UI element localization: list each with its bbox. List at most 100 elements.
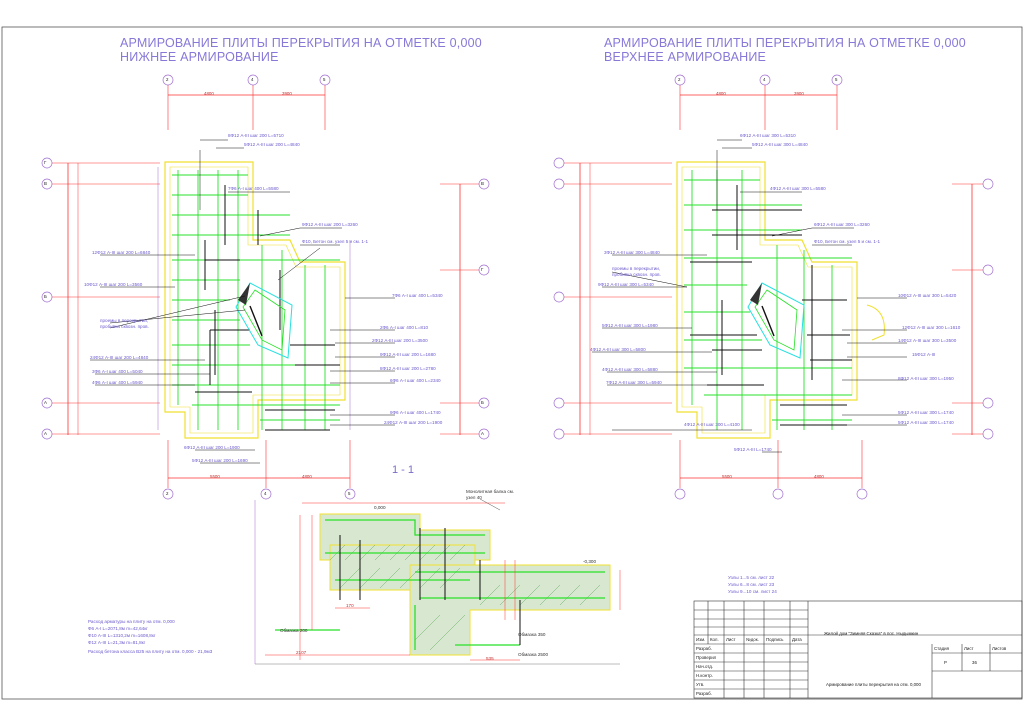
axis-bottom-5-left: 5: [348, 491, 351, 496]
axis-left-a2: А: [44, 431, 47, 436]
consumption-2: Ф6 A-I L=2071,8м m=42,64кг: [88, 626, 148, 631]
right-label-side2: проемы в перекрытии, пробивка сквозн. пр…: [612, 266, 661, 278]
right-title-line2: ВЕРХНЕЕ АРМИРОВАНИЕ: [604, 50, 767, 64]
left-label-mid2: Ф10, Бетон см. узел 5 и см. 1-1: [302, 239, 369, 244]
dim-bottom-2-left: 4800: [302, 474, 312, 479]
axis-right-b: Б: [481, 400, 484, 405]
right-label-r3: 14Ф12 A-III шаг 300 L=3500: [898, 338, 957, 343]
consumption-3: Ф10 A-III L=1310,2м m=1608,8кг: [88, 633, 156, 638]
axis-top-2-left: 2: [166, 77, 169, 82]
right-label-mid1: 6Ф12 A-III шаг 300 L=3260: [814, 222, 870, 227]
dim-top-1-left: 4800: [204, 91, 214, 96]
stamp-h-sign: Подпись: [766, 637, 784, 642]
right-label-side9: 5Ф12 A-III L=1740: [734, 447, 772, 452]
right-label-top3: 4Ф12 A-III шаг 300 L=5580: [770, 186, 826, 191]
dim-top-2-right: 3900: [794, 91, 804, 96]
dim-bottom-1-left: 5500: [210, 474, 220, 479]
stamp-row-6: Разраб.: [696, 691, 712, 696]
axis-right-a: А: [481, 431, 484, 436]
stamp-sheet-title: Армирование плиты перекрытия на отм. 0,0…: [826, 682, 921, 687]
left-label-r1: 7Ф6 A-I шаг 400 L=5340: [392, 293, 443, 298]
axis-bottom-4-left: 4: [264, 491, 267, 496]
left-label-r2: 2Ф6 A-I шаг 400 L=810: [380, 325, 429, 330]
right-label-top2: 5Ф12 A-III шаг 300 L=4840: [752, 142, 808, 147]
stamp-h-izm: Изм.: [696, 637, 706, 642]
node-note-2: Узлы 6...8 см. лист 23: [728, 582, 775, 587]
left-label-r7: 9Ф6 A-I шаг 400 L=1740: [390, 410, 441, 415]
right-label-r5: 8Ф12 A-III шаг 300 L=1950: [898, 376, 954, 381]
node-note-1: Узлы 1...5 см. лист 22: [728, 575, 775, 580]
left-label-r8: 24Ф12 A-III шаг 200 L=1900: [384, 420, 443, 425]
title-block: [693, 600, 1023, 699]
right-label-side4: 5Ф12 A-III шаг 300 L=1980: [602, 323, 658, 328]
dim-top-1-right: 4800: [716, 91, 726, 96]
section-dim-3: 170: [346, 603, 354, 608]
left-label-side3: проемы в перекрытии, пробивка сквозн. пр…: [100, 318, 149, 330]
axis-left-a1: А: [44, 400, 47, 405]
right-label-r2: 12Ф12 A-III шаг 300 L=1610: [902, 325, 961, 330]
section-1-1: [254, 498, 621, 665]
left-label-r5: 8Ф12 A-III шаг 200 L=2780: [380, 366, 436, 371]
section-mark-1: 0,000: [374, 505, 386, 510]
left-label-mid1: 9Ф12 A-III шаг 200 L=3260: [302, 222, 358, 227]
section-label-bottom2: Обмазка 2500: [518, 652, 549, 657]
left-label-r4: 9Ф12 A-III шаг 200 L=1680: [380, 352, 436, 357]
right-plan: [553, 74, 994, 500]
right-label-side8: 4Ф12 A-III шаг 300 L=4100: [684, 422, 740, 427]
section-dim-1: 2107: [296, 650, 307, 655]
left-plan: [41, 74, 490, 500]
left-label-b2: 3Ф6 A-I шаг 400 L=5040: [92, 369, 143, 374]
consumption-5: Расход бетона класса В25 на плиту на отм…: [88, 649, 213, 654]
left-label-b5: 5Ф12 A-III шаг 200 L=1690: [192, 458, 248, 463]
right-label-r7: 5Ф12 A-III шаг 300 L=1740: [898, 420, 954, 425]
left-label-top3: 7Ф6 A-I шаг 400 L=5580: [228, 186, 279, 191]
axis-top-4-right: 4: [763, 77, 766, 82]
left-label-side1: 12Ф12 A-III шаг 200 L=6840: [92, 250, 151, 255]
right-label-mid2: Ф10, Бетон см. узел 5 и см. 1-1: [814, 239, 881, 244]
left-label-b3: 4Ф6 A-I шаг 400 L=5940: [92, 380, 143, 385]
axis-left-g: Г: [44, 160, 47, 165]
consumption-1: Расход арматуры на плиту на отм. 0,000: [88, 619, 175, 624]
right-label-side7: 7Ф12 A-III шаг 300 L=5940: [606, 380, 662, 385]
stamp-h-kol: Кол.: [710, 637, 719, 642]
axis-bottom-2-left: 2: [166, 491, 169, 496]
stamp-stage-header: Стадия: [934, 646, 949, 651]
right-title-line1: АРМИРОВАНИЕ ПЛИТЫ ПЕРЕКРЫТИЯ НА ОТМЕТКЕ …: [604, 36, 966, 50]
right-label-side3: 9Ф12 A-III шаг 300 L=5340: [598, 282, 654, 287]
stamp-row-2: Проверил: [696, 655, 717, 660]
stamp-sheets-header: Листов: [992, 646, 1007, 651]
left-label-top2: 5Ф12 A-III шаг 200 L=4840: [244, 142, 300, 147]
stamp-h-list: Лист: [726, 637, 736, 642]
section-label-left: Обмазка 200: [280, 628, 308, 633]
stamp-stage: Р: [944, 660, 947, 665]
stamp-sheet-header: Лист: [964, 646, 974, 651]
section-label-top: Монолитная балка см. узел 40: [466, 489, 515, 501]
stamp-project: Жилой дом "Зимняя Сказка" в пос. Ныдымки…: [824, 631, 919, 636]
right-label-r4: 15Ф12 A-III: [912, 352, 936, 357]
stamp-row-1: Разраб.: [696, 646, 712, 651]
axis-top-2-right: 2: [678, 77, 681, 82]
node-note-3: Узлы 9...10 см. лист 24: [728, 589, 777, 594]
right-label-top1: 6Ф12 A-III шаг 300 L=5310: [740, 133, 796, 138]
stamp-row-5: Утв.: [696, 682, 705, 687]
left-title-line1: АРМИРОВАНИЕ ПЛИТЫ ПЕРЕКРЫТИЯ НА ОТМЕТКЕ …: [120, 36, 482, 50]
axis-right-v: В: [481, 181, 484, 186]
left-label-r3: 2Ф12 A-III шаг 200 L=3500: [372, 338, 428, 343]
left-label-b1: 24Ф12 A-III шаг 200 L=4840: [90, 355, 149, 360]
axis-left-v: В: [44, 181, 47, 186]
dim-top-2-left: 3900: [282, 91, 292, 96]
stamp-h-date: Дата: [792, 637, 802, 642]
axis-left-b: Б: [44, 294, 47, 299]
axis-top-5-right: 5: [835, 77, 838, 82]
stamp-sheet: 36: [972, 660, 977, 665]
section-label-bottom1: Обмазка 350: [518, 632, 546, 637]
left-label-b4: 6Ф12 A-III шаг 200 L=1900: [184, 445, 240, 450]
stamp-row-3: Нач.отд.: [696, 664, 714, 669]
dim-bottom-1-right: 5500: [722, 474, 732, 479]
right-label-r1: 10Ф12 A-III шаг 300 L=5420: [898, 293, 957, 298]
section-mark-2: -0,300: [583, 559, 597, 564]
right-label-side6: 4Ф12 A-III шаг 300 L=5880: [602, 367, 658, 372]
section-dim-2: 535: [486, 656, 494, 661]
axis-right-g: Г: [481, 267, 484, 272]
right-label-r6: 5Ф12 A-III шаг 300 L=1740: [898, 410, 954, 415]
